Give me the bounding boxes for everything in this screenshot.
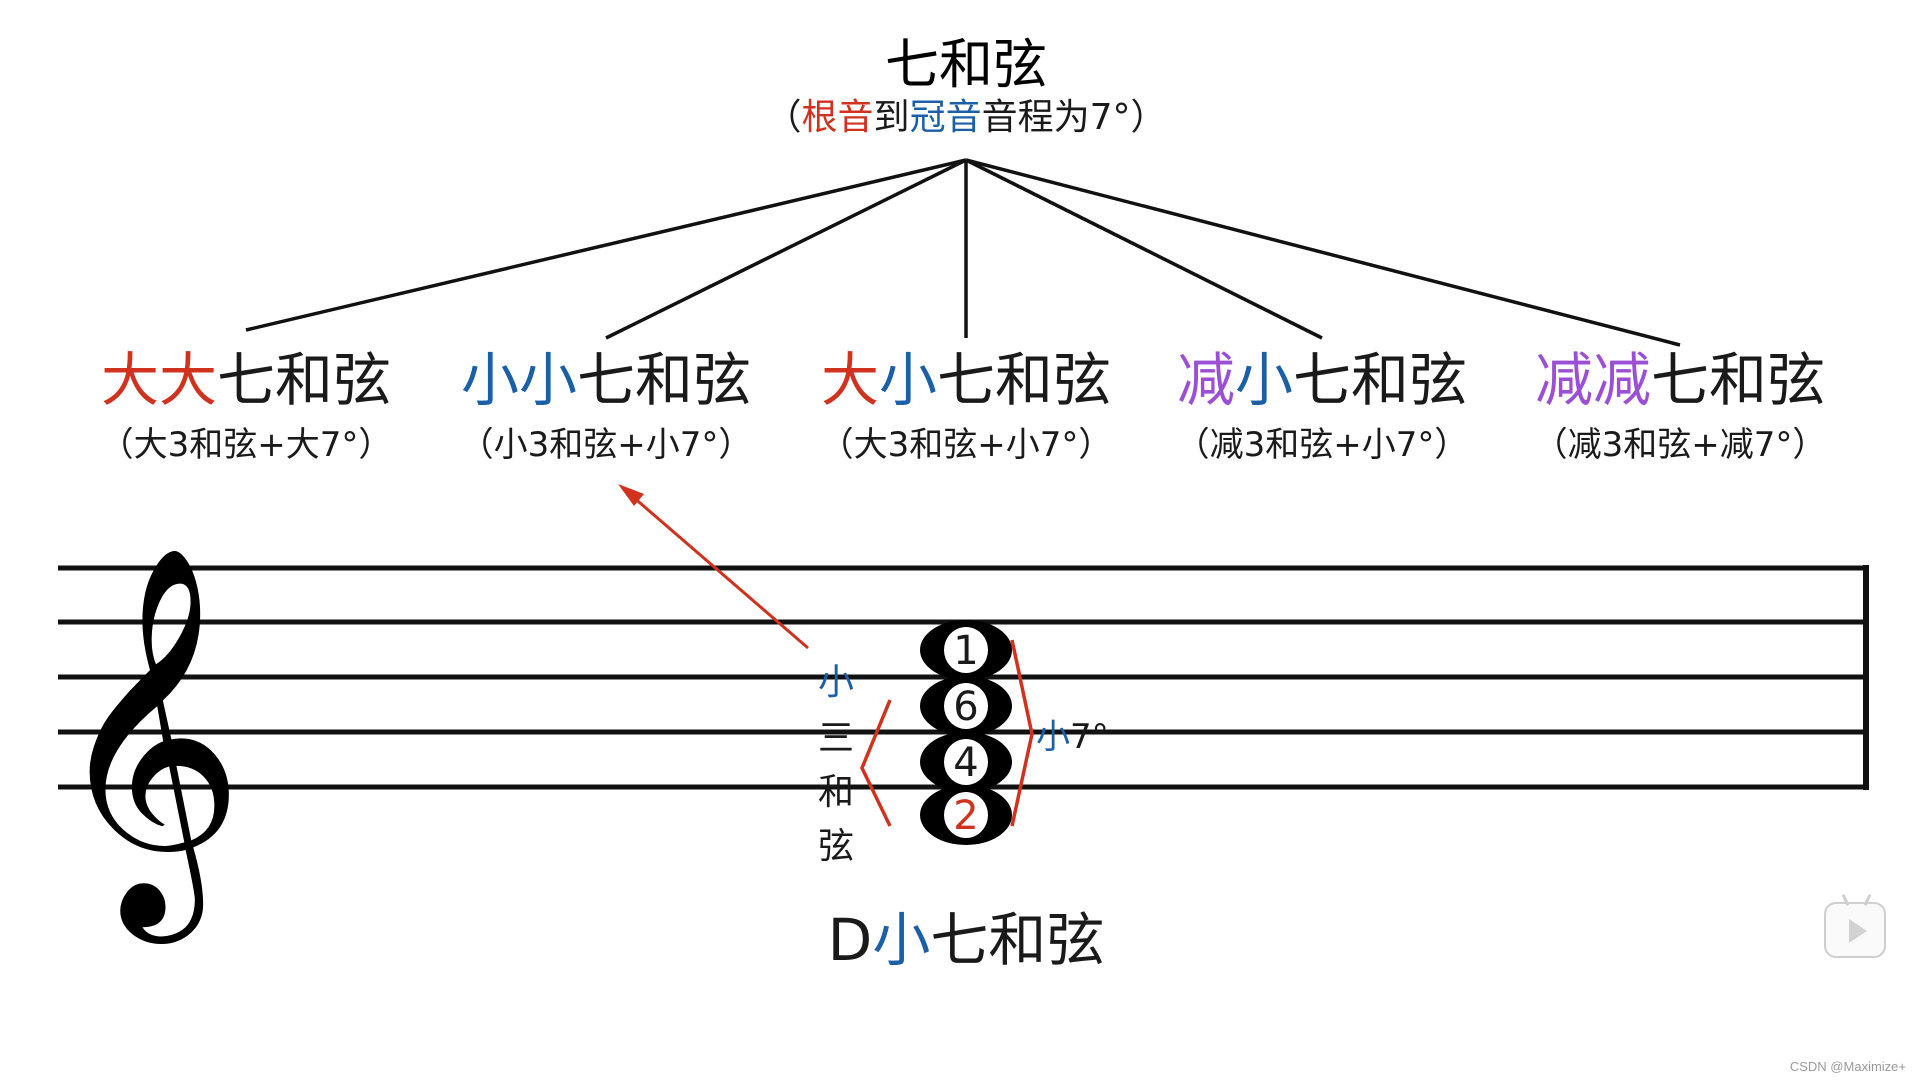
root-title: 七和弦 [885, 33, 1047, 96]
text-run: 减 [1177, 346, 1235, 414]
chord-type-item: 减减七和弦 （减3和弦+减7°） [1534, 346, 1827, 465]
seventh-bracket [1010, 639, 1034, 827]
text-run: 七和弦 [577, 346, 751, 414]
chord-name-title: D小七和弦 [828, 906, 1105, 974]
root-subtitle: （根音到冠音音程为7°） [766, 97, 1167, 138]
text-run: 小 [1036, 717, 1070, 757]
text-run: D [828, 906, 873, 974]
text-run: 音程为7°） [982, 97, 1167, 138]
chord-type-formula: （减3和弦+减7°） [1534, 425, 1827, 465]
chord-type-title: 减减七和弦 [1535, 346, 1825, 414]
text-run: 到 [874, 97, 910, 138]
chord-type-formula: （减3和弦+小7°） [1176, 425, 1469, 465]
connector-line [965, 158, 1323, 340]
text-run: 小小 [461, 346, 577, 414]
chord-type-formula: （小3和弦+小7°） [460, 425, 753, 465]
note-head-inner [944, 739, 988, 785]
chord-type-title: 减小七和弦 [1177, 346, 1467, 414]
chord-type-title: 小小七和弦 [461, 346, 751, 414]
tree-connectors [245, 158, 1681, 347]
text-run: 小 [872, 906, 930, 974]
note-head-inner [944, 627, 988, 673]
seventh-interval-label: 小7° [1036, 717, 1109, 757]
note-degree-label: 1 [953, 628, 978, 674]
connector-line [245, 158, 967, 332]
text-run: （ [766, 97, 802, 138]
text-run: 减减 [1535, 346, 1651, 414]
play-triangle [1849, 919, 1867, 943]
note-head: 6 [920, 676, 1012, 736]
text-run: 小 [879, 346, 937, 414]
note-degree-label: 6 [953, 684, 978, 730]
chord-type-title: 大大七和弦 [101, 346, 391, 414]
note-head: 1 [920, 620, 1012, 680]
chord-type-list: 大大七和弦（大3和弦+大7°）小小七和弦（小3和弦+小7°）大小七和弦（大3和弦… [100, 346, 1827, 465]
triad-label-char: 弦 [818, 826, 854, 867]
note-degree-label: 2 [953, 793, 978, 839]
chord-type-formula: （大3和弦+小7°） [820, 425, 1113, 465]
watermark: CSDN @Maximize+ [1789, 1059, 1906, 1074]
chord-type-item: 减小七和弦 （减3和弦+小7°） [1176, 346, 1469, 465]
chord-type-formula: （大3和弦+大7°） [100, 425, 393, 465]
text-run: 七和弦 [937, 346, 1111, 414]
svg-text:𝄞: 𝄞 [50, 542, 245, 946]
note-head: 2 [920, 785, 1012, 845]
pointer-arrow [618, 484, 809, 650]
treble-clef-icon: 𝄞 [50, 542, 245, 946]
text-run: 七和弦 [217, 346, 391, 414]
chord-type-item: 大大七和弦 （大3和弦+大7°） [100, 346, 393, 465]
triad-label-char: 三 [818, 718, 854, 759]
chord-type-item: 大小七和弦 （大3和弦+小7°） [820, 346, 1113, 465]
chord-type-item: 小小七和弦 （小3和弦+小7°） [460, 346, 753, 465]
play-icon[interactable] [1824, 893, 1886, 958]
text-run: 小 [1235, 346, 1293, 414]
text-run: 七和弦 [930, 906, 1104, 974]
text-run: 冠音 [910, 97, 982, 138]
triad-bracket [860, 699, 892, 827]
note-head-inner [944, 792, 988, 838]
triad-label-char: 小 [818, 662, 854, 703]
note-degree-label: 4 [953, 740, 978, 786]
text-run: 七和弦 [1651, 346, 1825, 414]
text-run: 7° [1070, 717, 1109, 757]
chord-type-title: 大小七和弦 [821, 346, 1111, 414]
note-head: 4 [920, 732, 1012, 792]
note-head-inner [944, 683, 988, 729]
triad-label-char: 和 [818, 772, 854, 813]
text-run: 根音 [802, 97, 874, 138]
connector-line [605, 158, 967, 340]
text-run: 大 [821, 346, 879, 414]
text-run: 大大 [101, 346, 217, 414]
connector-line [965, 158, 1681, 347]
text-run: 七和弦 [1293, 346, 1467, 414]
